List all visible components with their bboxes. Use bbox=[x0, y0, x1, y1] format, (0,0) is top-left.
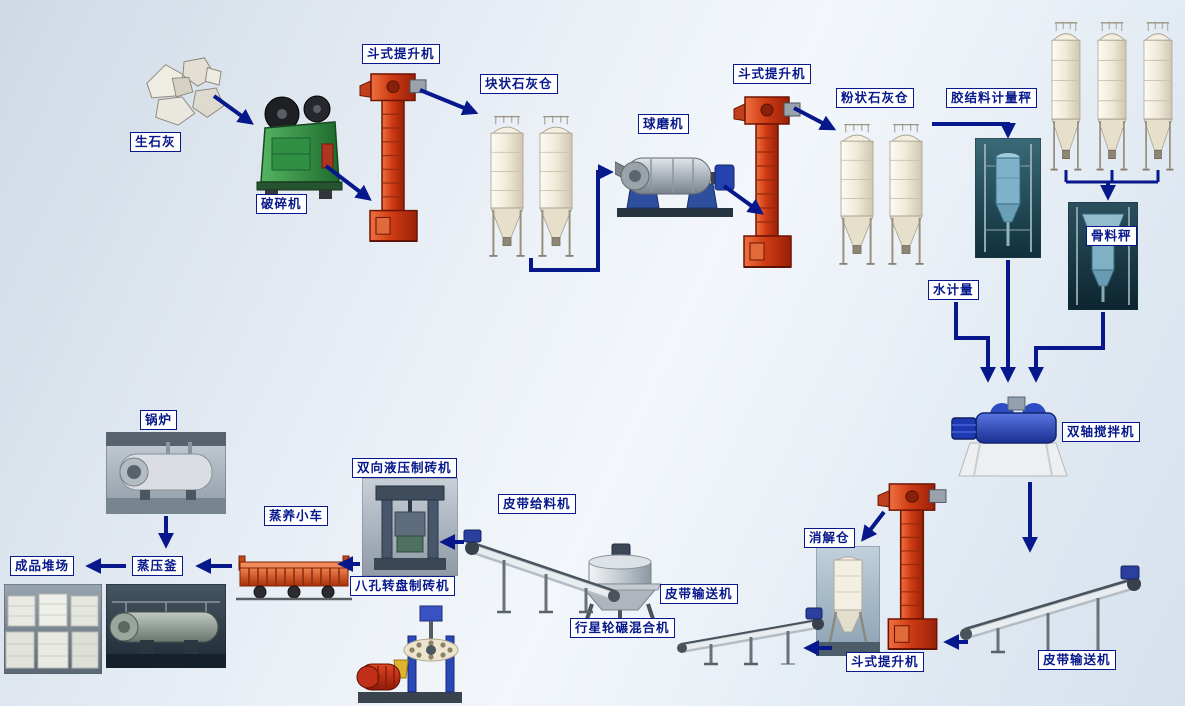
label-steam-curing-cart: 蒸养小车 bbox=[264, 506, 329, 527]
belt-conveyor-mid-image bbox=[676, 606, 826, 674]
ball-mill-image bbox=[614, 132, 735, 224]
label-binder-metering-scale: 胶结料计量秤 bbox=[946, 88, 1038, 109]
hydraulic-brick-machine-image bbox=[361, 477, 459, 580]
label-water-metering: 水计量 bbox=[928, 280, 979, 301]
label-rotary-brick-machine: 八孔转盘制砖机 bbox=[350, 576, 455, 597]
jaw-crusher-image bbox=[252, 88, 347, 204]
powder-lime-silos-image bbox=[833, 122, 931, 274]
belt-feeder-image bbox=[462, 522, 622, 622]
bucket-elevator-2-image bbox=[732, 95, 802, 274]
bucket-elevator-3-image bbox=[876, 482, 948, 656]
boiler-image bbox=[105, 431, 227, 518]
label-bucket-elevator-3: 斗式提升机 bbox=[846, 652, 924, 673]
label-digestion-silo: 消解仓 bbox=[804, 528, 855, 549]
belt-conveyor-right-image bbox=[958, 562, 1143, 661]
bucket-elevator-1-image bbox=[358, 72, 428, 248]
product-yard-image bbox=[3, 583, 103, 678]
twin-shaft-mixer-image bbox=[950, 385, 1075, 484]
label-quicklime: 生石灰 bbox=[130, 132, 181, 153]
label-hydraulic-brick-machine: 双向液压制砖机 bbox=[352, 458, 457, 479]
aggregate-silos-image bbox=[1045, 20, 1180, 180]
label-belt-conveyor-mid: 皮带输送机 bbox=[660, 584, 738, 605]
aggregate-scale-image bbox=[1067, 201, 1139, 314]
label-product-yard: 成品堆场 bbox=[10, 556, 75, 577]
lump-lime-silos-image bbox=[483, 114, 581, 266]
rotary-brick-machine-image bbox=[356, 602, 464, 706]
label-belt-feeder: 皮带给料机 bbox=[498, 494, 576, 515]
autoclave-image bbox=[105, 583, 227, 672]
steam-curing-cart-image bbox=[236, 548, 352, 606]
label-bucket-elevator-1: 斗式提升机 bbox=[362, 44, 440, 65]
label-planetary-mixer: 行星轮碾混合机 bbox=[570, 618, 675, 639]
label-lump-lime-silo: 块状石灰仓 bbox=[480, 74, 558, 95]
label-crusher: 破碎机 bbox=[256, 194, 307, 215]
label-ball-mill: 球磨机 bbox=[638, 114, 689, 135]
label-aggregate-scale: 骨料秤 bbox=[1086, 226, 1137, 247]
label-bucket-elevator-2: 斗式提升机 bbox=[733, 64, 811, 85]
label-powder-lime-silo: 粉状石灰仓 bbox=[836, 88, 914, 109]
binder-metering-scale-image bbox=[974, 137, 1042, 262]
label-twin-shaft-mixer: 双轴搅拌机 bbox=[1062, 422, 1140, 443]
quicklime-rocks-image bbox=[138, 52, 230, 134]
label-belt-conveyor-right: 皮带输送机 bbox=[1038, 650, 1116, 671]
label-boiler: 锅炉 bbox=[140, 410, 178, 431]
label-autoclave: 蒸压釜 bbox=[132, 556, 183, 577]
